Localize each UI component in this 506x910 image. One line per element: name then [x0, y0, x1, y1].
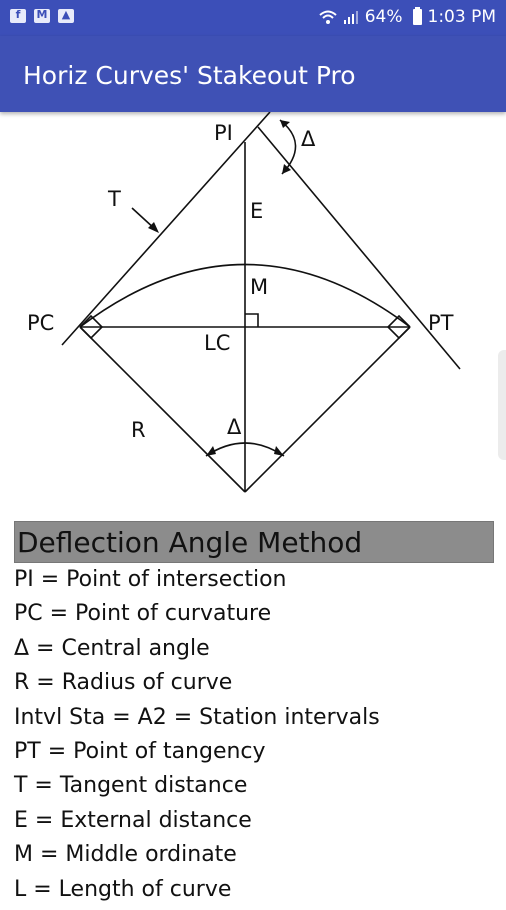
- gallery-icon: ▲: [58, 8, 74, 23]
- definition-item: PC = Point of curvature: [14, 601, 272, 627]
- horizontal-curve-diagram: PI Δ T E M PC PT LC R Δ: [27, 112, 461, 493]
- definition-list: PI = Point of intersection PC = Point of…: [14, 566, 380, 910]
- label-pi: PI: [214, 121, 233, 145]
- pc-angle-mark: [79, 314, 104, 340]
- label-pc: PC: [27, 311, 54, 335]
- status-bar: f M ▲ 64% 1:03 PM: [0, 0, 506, 36]
- section-header: Deflection Angle Method: [14, 521, 494, 563]
- notification-icons: f M ▲: [10, 8, 74, 23]
- definition-item: PT = Point of tangency: [14, 738, 266, 764]
- system-status: 64% 1:03 PM: [319, 7, 496, 27]
- label-lc: LC: [204, 331, 230, 355]
- radius-left-line: [79, 326, 246, 493]
- label-m: M: [250, 275, 268, 299]
- section-title: Deflection Angle Method: [17, 526, 363, 559]
- definition-item: Δ = Central angle: [14, 635, 210, 661]
- definition-item: Intvl Sta = A2 = Station intervals: [14, 704, 380, 730]
- curve-arc: [79, 263, 411, 328]
- definition-item: L = Length of curve: [14, 876, 232, 902]
- label-delta-top: Δ: [301, 127, 316, 151]
- definition-item: R = Radius of curve: [14, 670, 233, 696]
- delta-top-arc: [279, 119, 297, 175]
- app-bar: Horiz Curves' Stakeout Pro: [0, 36, 506, 112]
- battery-percent: 64%: [364, 7, 403, 27]
- definition-item: E = External distance: [14, 807, 252, 833]
- label-r: R: [131, 418, 146, 442]
- definition-item: T = Tangent distance: [14, 773, 248, 799]
- facebook-icon: f: [10, 8, 26, 23]
- right-angle-mark-m: [245, 313, 259, 327]
- label-e: E: [250, 199, 263, 223]
- scrollbar-handle[interactable]: [498, 350, 506, 460]
- definition-item: PI = Point of intersection: [14, 567, 287, 592]
- wifi-icon: [319, 10, 337, 24]
- app-title: Horiz Curves' Stakeout Pro: [23, 61, 356, 90]
- back-tangent-line: [61, 112, 271, 346]
- clock: 1:03 PM: [427, 7, 497, 27]
- forward-tangent-line: [257, 126, 461, 370]
- radius-right-line: [244, 326, 411, 493]
- battery-icon: [412, 7, 422, 25]
- gmail-icon: M: [34, 8, 50, 23]
- label-delta-bottom: Δ: [227, 415, 242, 439]
- definition-item: M = Middle ordinate: [14, 842, 237, 868]
- label-pt: PT: [428, 311, 454, 335]
- label-t: T: [107, 187, 121, 211]
- signal-icon: [343, 11, 358, 24]
- pt-angle-mark: [386, 314, 411, 340]
